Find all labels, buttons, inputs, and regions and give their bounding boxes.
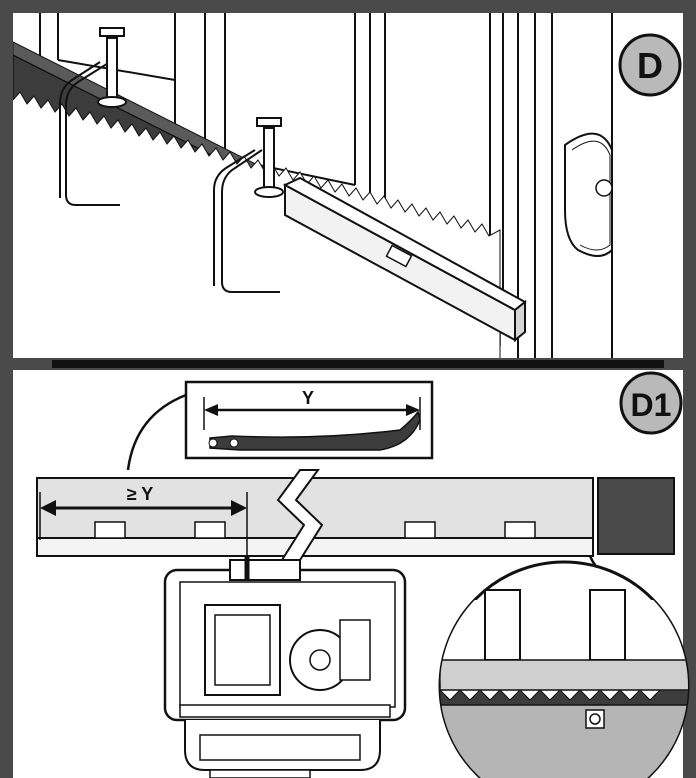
badge-d1: D1 — [619, 371, 683, 435]
panel-divider — [52, 360, 664, 368]
zoom-detail — [438, 560, 690, 778]
gear-motor — [163, 556, 407, 778]
leader-line — [126, 393, 187, 471]
badge-d-label: D — [637, 45, 663, 86]
rack-bar — [36, 469, 594, 561]
badge-d1-label: D1 — [631, 387, 672, 423]
inset-dimension-label: Y — [302, 388, 314, 408]
clamp-left — [59, 27, 127, 206]
wall-device-icon — [564, 132, 613, 257]
panel-d: D — [13, 13, 683, 358]
rack-dimension: ≥ Y — [39, 484, 248, 560]
measure-inset: Y — [184, 380, 434, 460]
aluminium-profile — [282, 176, 527, 343]
gate-post-block — [597, 477, 675, 555]
badge-d: D — [618, 33, 682, 97]
screw-icon — [589, 713, 601, 725]
curved-rack-piece — [209, 410, 421, 451]
clamp-right — [213, 117, 284, 293]
panel-d1: D1 Y — [13, 370, 690, 778]
rack-dimension-label: ≥ Y — [127, 484, 154, 504]
